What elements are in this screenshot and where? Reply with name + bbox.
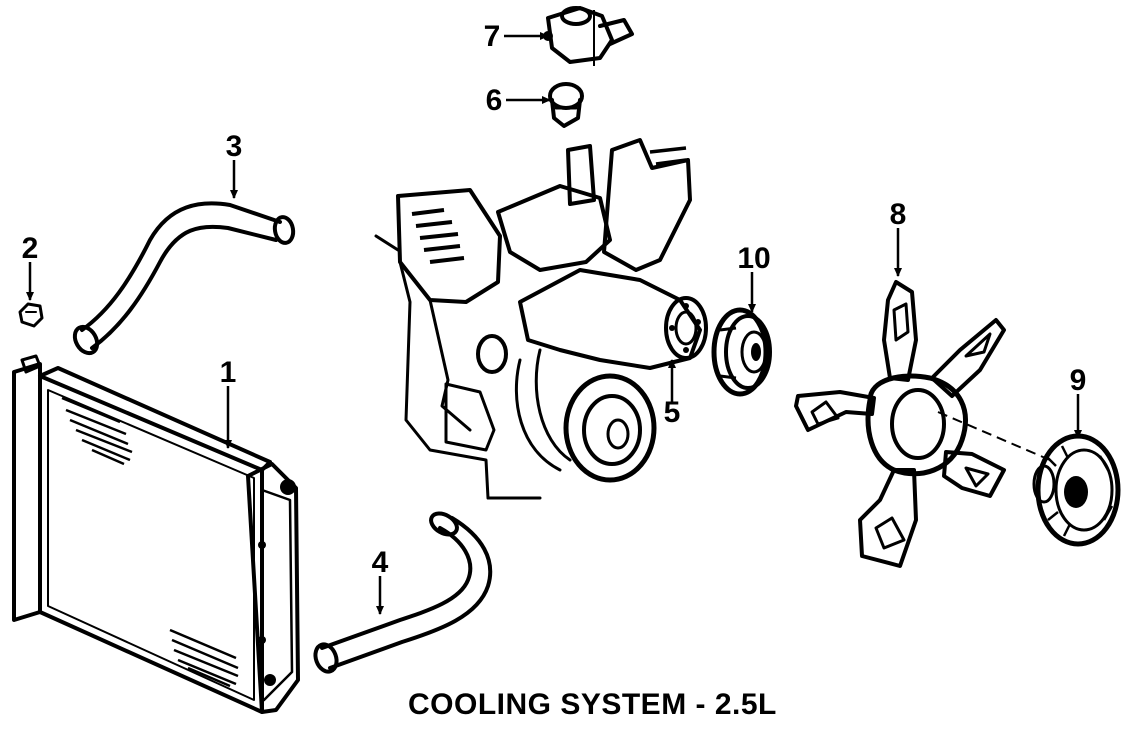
callout-6: 6 [486, 84, 503, 117]
callout-10: 10 [737, 242, 770, 275]
callout-7: 7 [484, 20, 501, 53]
upper-radiator-hose [72, 201, 296, 356]
drain-cock [18, 302, 44, 328]
engine-block [374, 138, 708, 500]
fan-clutch [1032, 433, 1121, 547]
callout-5: 5 [664, 396, 681, 429]
callout-leaders [26, 32, 1082, 615]
fan-pulley [711, 307, 772, 397]
callout-2: 2 [22, 232, 39, 265]
thermostat-housing [543, 6, 634, 66]
lower-radiator-hose [313, 511, 493, 674]
callout-1: 1 [220, 356, 237, 389]
diagram-caption: COOLING SYSTEM - 2.5L [408, 688, 777, 721]
fan-blade [794, 280, 1051, 568]
callout-numbers: 1 2 3 4 5 6 7 8 9 10 [22, 20, 1087, 579]
callout-9: 9 [1070, 364, 1087, 397]
callout-3: 3 [226, 130, 243, 163]
thermostat [548, 82, 584, 128]
callout-4: 4 [372, 546, 389, 579]
radiator [12, 354, 300, 714]
callout-8: 8 [890, 198, 907, 231]
